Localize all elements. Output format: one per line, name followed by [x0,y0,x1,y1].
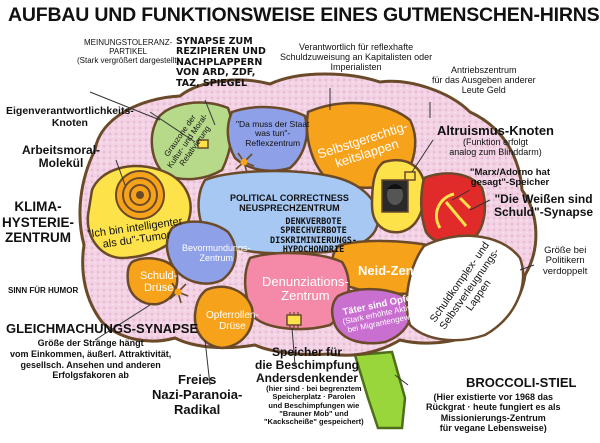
broccoli-label: BROCCOLI-STIEL [466,375,577,390]
brain-stem [353,350,407,430]
political-label: POLITICAL CORRECTNESS NEUSPRECHZENTRUM [230,193,349,213]
neid-label: Neid-Zentrum [358,263,443,278]
da-muss-label: "Da muss der Staat was tun"- Reflexzentr… [236,119,310,148]
da-muss-region [226,105,309,172]
gleichmachung-sub-label: Größe der Stränge hängt vom Einkommen, ä… [10,338,172,381]
groesse-politiker-label: Größe bei Politikern verdoppelt [543,245,588,277]
meinungstoleranz-label: MEINUNGSTOLERANZ- PARTIKEL (Stark vergrö… [77,38,180,65]
arbeitsmoral-label: Arbeitsmoral- Molekül [22,143,101,171]
freies-label: Freies Nazi-Paranoia- Radikal [152,372,243,417]
altruismus-label: Altruismus-Knoten (Funktion erfolgt anal… [437,123,554,158]
opferrollen-label: Opferrollen- Drüse [206,310,259,332]
altruism-knot-icon [404,171,416,181]
hammer-sickle-icon [435,192,472,229]
synapse-spark-icon [169,152,255,304]
target-circle-icon [115,170,165,220]
bevormundungs-label: Bevormundungs- Zentrum [182,243,251,263]
gleichmachung-label: GLEICHMACHUNGS-SYNAPSE [6,321,199,336]
klima-hysterie-label: KLIMA- HYSTERIE- ZENTRUM [2,199,75,246]
schuldkomplex-region [405,234,525,342]
denkverbote-label: DENKVERBOTE SPRECHVERBOTE DISKRIMINIERUN… [270,217,357,256]
marx-adorno-label: "Marx/Adorno hat gesagt"-Speicher [470,167,550,189]
che-portrait-icon [381,179,409,213]
particle-icon [197,139,209,149]
schuld-druese-label: Schuld- Drüse [140,270,178,295]
chip-icon [286,312,302,328]
eigenverantwortlichkeit-label: Eigenverantwortlichkeits- Knoten [6,105,134,129]
antriebszentrum-label: Antriebszentrum für das Ausgeben anderer… [432,65,536,95]
denunziations-label: Denunziations- Zentrum [262,274,349,304]
broccoli-sub-label: (Hier existierte vor 1968 das Rückgrat ·… [426,392,561,434]
sinn-fuer-humor-label: SINN FÜR HUMOR [8,286,79,295]
verantwortlich-label: Verantwortlich für reflexhafte Schuldzuw… [280,42,433,72]
opferrollen-region [193,285,254,350]
taeter-region [330,287,413,345]
die-weissen-label: "Die Weißen sind Schuld"-Synapse [494,192,594,220]
page-title: AUFBAU UND FUNKTIONSWEISE EINES GUTMENSC… [8,4,600,26]
schuld-druese-region [126,257,179,306]
speicher-fuer-label: Speicher für die Beschimpfung Andersdenk… [255,345,360,386]
synapse-zum-label: SYNAPSE ZUM REZIPIEREN UND NACHPLAPPERN … [176,36,266,89]
connector-lines [89,88,535,386]
bevormundung-region [165,220,237,285]
speicher-sub-label: (hier sind · bei begrenztem Speicherplat… [264,384,364,426]
grauzone-region [150,101,234,181]
